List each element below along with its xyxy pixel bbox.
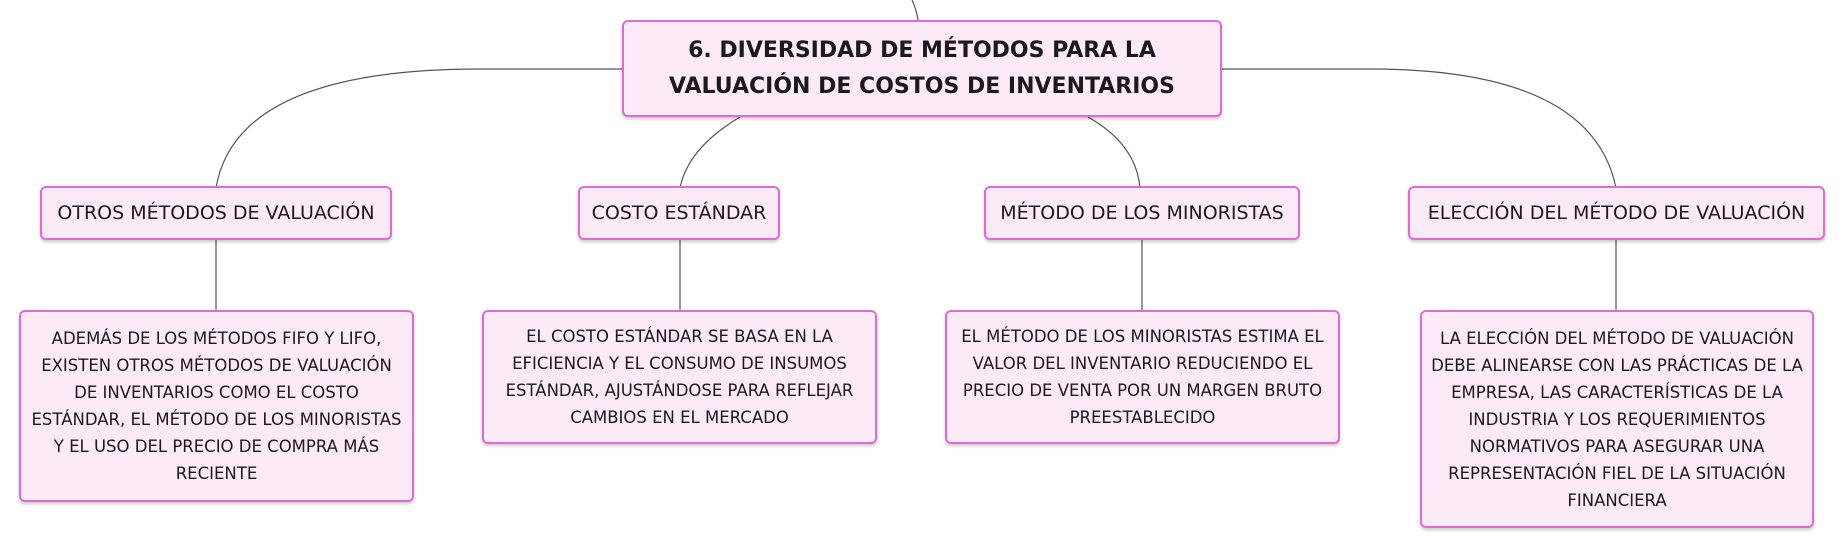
branch-otros-metodos[interactable]: OTROS MÉTODOS DE VALUACIÓN <box>40 186 392 240</box>
branch-label: OTROS MÉTODOS DE VALUACIÓN <box>57 202 375 224</box>
root-topic-title: 6. DIVERSIDAD DE MÉTODOS PARA LA VALUACI… <box>669 37 1175 99</box>
connector-root-branch-1 <box>215 68 622 189</box>
detail-otros-metodos[interactable]: ADEMÁS DE LOS MÉTODOS FIFO Y LIFO, EXIST… <box>19 310 414 502</box>
branch-metodo-minoristas[interactable]: MÉTODO DE LOS MINORISTAS <box>984 186 1300 240</box>
detail-text: EL MÉTODO DE LOS MINORISTAS ESTIMA EL VA… <box>961 327 1324 427</box>
connector-root-branch-4 <box>1222 68 1617 189</box>
detail-text: LA ELECCIÓN DEL MÉTODO DE VALUACIÓN DEBE… <box>1431 328 1803 510</box>
branch-costo-estandar[interactable]: COSTO ESTÁNDAR <box>578 186 780 240</box>
detail-eleccion-metodo[interactable]: LA ELECCIÓN DEL MÉTODO DE VALUACIÓN DEBE… <box>1420 310 1814 528</box>
detail-text: ADEMÁS DE LOS MÉTODOS FIFO Y LIFO, EXIST… <box>31 329 402 483</box>
connector-root-branch-3 <box>1087 116 1141 189</box>
detail-costo-estandar[interactable]: EL COSTO ESTÁNDAR SE BASA EN LA EFICIENC… <box>482 310 877 444</box>
connector-root-branch-2 <box>679 116 741 189</box>
detail-metodo-minoristas[interactable]: EL MÉTODO DE LOS MINORISTAS ESTIMA EL VA… <box>945 310 1340 444</box>
detail-text: EL COSTO ESTÁNDAR SE BASA EN LA EFICIENC… <box>505 327 854 427</box>
root-topic[interactable]: 6. DIVERSIDAD DE MÉTODOS PARA LA VALUACI… <box>622 20 1222 117</box>
connector-parent <box>911 0 919 21</box>
branch-label: ELECCIÓN DEL MÉTODO DE VALUACIÓN <box>1427 202 1806 224</box>
branch-label: MÉTODO DE LOS MINORISTAS <box>1000 202 1284 224</box>
branch-label: COSTO ESTÁNDAR <box>591 202 767 224</box>
branch-eleccion-metodo[interactable]: ELECCIÓN DEL MÉTODO DE VALUACIÓN <box>1408 186 1825 240</box>
